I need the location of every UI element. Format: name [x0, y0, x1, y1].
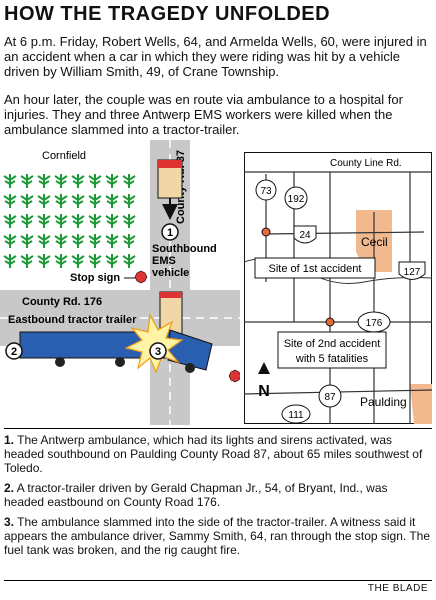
corn-plant-icon [88, 254, 102, 268]
corn-plant-icon [54, 174, 68, 188]
corn-plant-icon [3, 194, 17, 208]
marker-1: 1 [167, 227, 173, 239]
paulding-area [410, 384, 432, 424]
corn-plant-icon [37, 194, 51, 208]
first-accident-label: Site of 1st accident [269, 263, 362, 275]
corn-plant-icon [105, 174, 119, 188]
corn-plant-icon [71, 174, 85, 188]
route-127: 127 [404, 267, 421, 278]
intro-paragraph-1: At 6 p.m. Friday, Robert Wells, 64, and … [4, 34, 427, 79]
corn-plant-icon [37, 254, 51, 268]
corn-plant-icon [71, 234, 85, 248]
corn-plant-icon [20, 254, 34, 268]
corn-plant-icon [105, 214, 119, 228]
step-1: 1. The Antwerp ambulance, which had its … [4, 433, 423, 475]
intro-paragraph-2: An hour later, the couple was en route v… [4, 92, 403, 137]
corn-plant-icon [105, 254, 119, 268]
crash-diagram: County Rd. 87 County Rd. 176 Eastbound t… [0, 140, 240, 425]
divider-bottom [4, 580, 432, 581]
page-title: HOW THE TRAGEDY UNFOLDED [4, 3, 331, 25]
southbound-label-3: vehicle [152, 267, 189, 279]
corn-plant-icon [71, 194, 85, 208]
step-3: 3. The ambulance slammed into the side o… [4, 515, 431, 557]
stop-sign-icon-2 [228, 369, 240, 383]
corn-plant-icon [20, 234, 34, 248]
route-127-shield [398, 261, 426, 280]
corn-plant-icon [122, 254, 136, 268]
corn-plant-icon [37, 174, 51, 188]
route-24-shield [293, 225, 317, 244]
paulding-label: Paulding [360, 395, 407, 409]
corn-plant-icon [122, 214, 136, 228]
corn-plant-icon [71, 254, 85, 268]
ambulance-icon [157, 159, 183, 220]
corn-plant-icon [20, 174, 34, 188]
corn-plant-icon [37, 234, 51, 248]
corn-plant-icon [88, 174, 102, 188]
step-2: 2. A tractor-trailer driven by Gerald Ch… [4, 481, 388, 509]
corn-plant-icon [3, 254, 17, 268]
steps-list: 1. The Antwerp ambulance, which had its … [4, 433, 430, 563]
corn-plant-icon [88, 194, 102, 208]
corn-plant-icon [88, 234, 102, 248]
corn-plant-icon [71, 214, 85, 228]
corn-plant-icon [3, 234, 17, 248]
cecil-label: Cecil [361, 235, 388, 249]
cornfield [3, 174, 136, 268]
locator-map: County Line Rd. 73 192 24 Cecil 127 Site… [244, 152, 432, 424]
second-accident-label-2: with 5 fatalities [295, 353, 369, 365]
corn-plant-icon [105, 194, 119, 208]
corn-plant-icon [3, 214, 17, 228]
stop-sign-icon [134, 270, 148, 284]
southbound-label-1: Southbound [152, 243, 217, 255]
route-111: 111 [288, 410, 304, 421]
route-73: 73 [260, 186, 272, 197]
marker-3: 3 [155, 346, 161, 358]
cornfield-label: Cornfield [42, 150, 86, 162]
corn-plant-icon [122, 174, 136, 188]
second-accident-label-1: Site of 2nd accident [284, 338, 381, 350]
stop-sign-label: Stop sign [70, 272, 120, 284]
divider [4, 428, 432, 429]
corn-plant-icon [105, 234, 119, 248]
corn-plant-icon [54, 194, 68, 208]
southbound-label-2: EMS [152, 255, 176, 267]
corn-plant-icon [54, 234, 68, 248]
route-87: 87 [324, 392, 336, 403]
corn-plant-icon [3, 174, 17, 188]
route-176: 176 [366, 318, 383, 329]
route-24: 24 [299, 230, 311, 241]
corn-plant-icon [88, 214, 102, 228]
north-arrow-icon: N [258, 362, 270, 400]
county-line-rd-label: County Line Rd. [330, 158, 402, 169]
eastbound-label: Eastbound tractor trailer [8, 314, 137, 326]
credit-line: THE BLADE [367, 583, 428, 594]
corn-plant-icon [122, 194, 136, 208]
route-192: 192 [288, 194, 305, 205]
corn-plant-icon [37, 214, 51, 228]
north-label: N [258, 383, 270, 400]
corn-plant-icon [54, 214, 68, 228]
corn-plant-icon [20, 214, 34, 228]
county-road-176-label: County Rd. 176 [22, 296, 102, 308]
corn-plant-icon [122, 234, 136, 248]
corn-plant-icon [54, 254, 68, 268]
marker-2: 2 [11, 346, 17, 358]
corn-plant-icon [20, 194, 34, 208]
